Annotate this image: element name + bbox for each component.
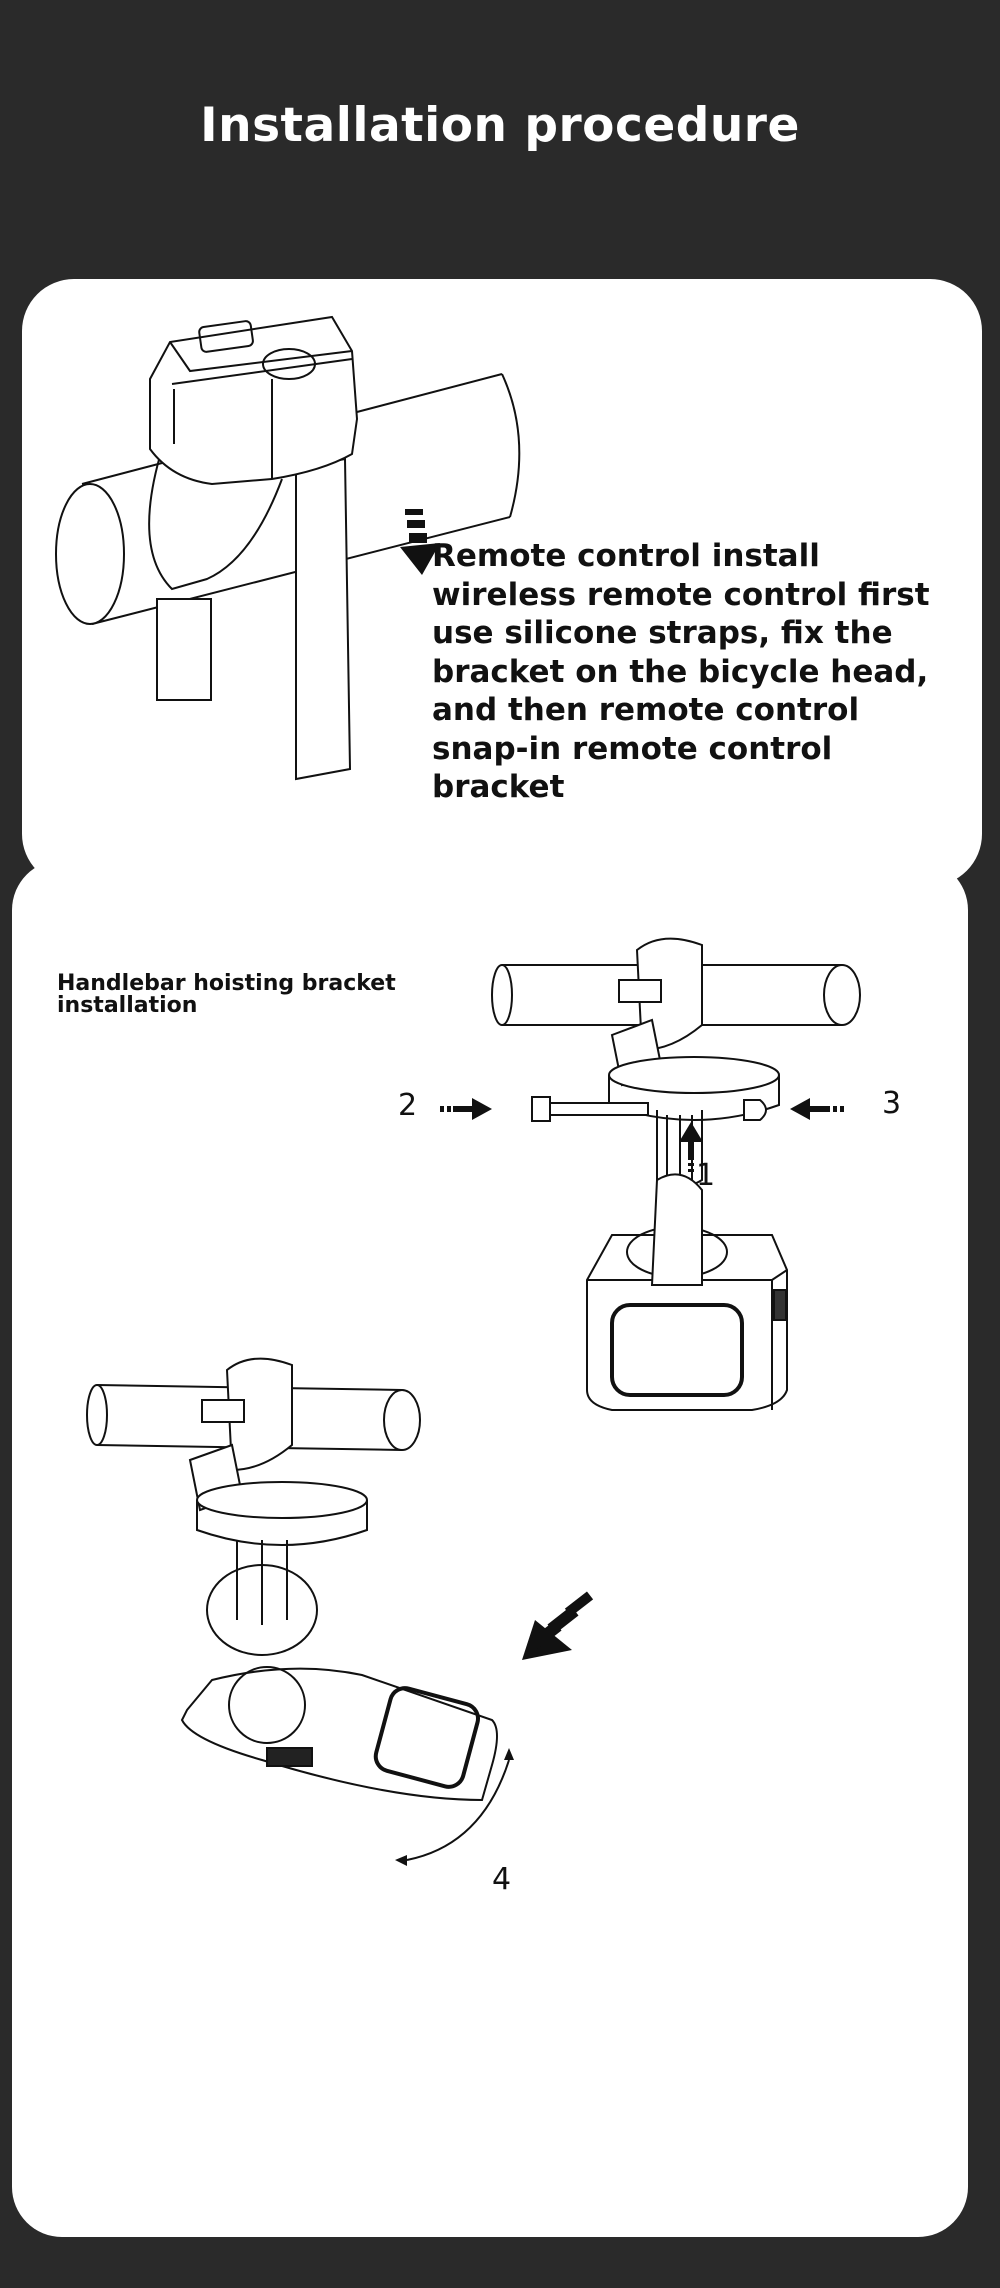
remote-install-instructions: Remote control install wireless remote c…	[432, 537, 952, 807]
bolt-icon	[532, 1097, 648, 1121]
arrow-up-icon	[679, 1122, 703, 1172]
instruction-line: bracket on the bicycle head,	[432, 653, 929, 690]
remote-on-handlebar-illustration	[22, 279, 982, 886]
remote-install-card: Remote control install wireless remote c…	[22, 279, 982, 886]
handlebar-bracket-card: Handlebar hoisting bracket installation	[12, 860, 968, 2237]
bracket-assembly-illustration	[12, 860, 968, 1866]
callout-2: 2	[398, 1088, 418, 1123]
rotate-arrow-icon	[407, 1760, 509, 1860]
callout-1: 1	[696, 1158, 716, 1193]
down-arrow-icon	[400, 509, 440, 575]
handlebar-bracket-title: Handlebar hoisting bracket installation	[57, 973, 396, 1017]
title-line: Handlebar hoisting bracket	[57, 971, 396, 996]
page-title: Installation procedure	[200, 98, 800, 153]
instruction-line: wireless remote control first	[432, 576, 930, 613]
diagonal-arrow-icon	[522, 1591, 594, 1660]
title-line: installation	[57, 993, 198, 1018]
instruction-line: bracket	[432, 769, 565, 805]
assembled-mount-bottom	[87, 1359, 497, 1800]
instruction-line: and then remote control	[432, 692, 860, 728]
arrow-right-icon	[440, 1098, 492, 1120]
callout-3: 3	[882, 1086, 902, 1121]
instruction-line: Remote control install	[432, 538, 820, 574]
arrow-left-icon	[790, 1098, 844, 1120]
handlebar-mount-top	[492, 939, 860, 1188]
callout-4: 4	[492, 1862, 512, 1897]
nut-icon	[744, 1100, 766, 1120]
instruction-line: use silicone straps, fix the	[432, 615, 893, 651]
instruction-line: snap-in remote control	[432, 730, 833, 767]
bike-computer-upright	[587, 1174, 787, 1410]
